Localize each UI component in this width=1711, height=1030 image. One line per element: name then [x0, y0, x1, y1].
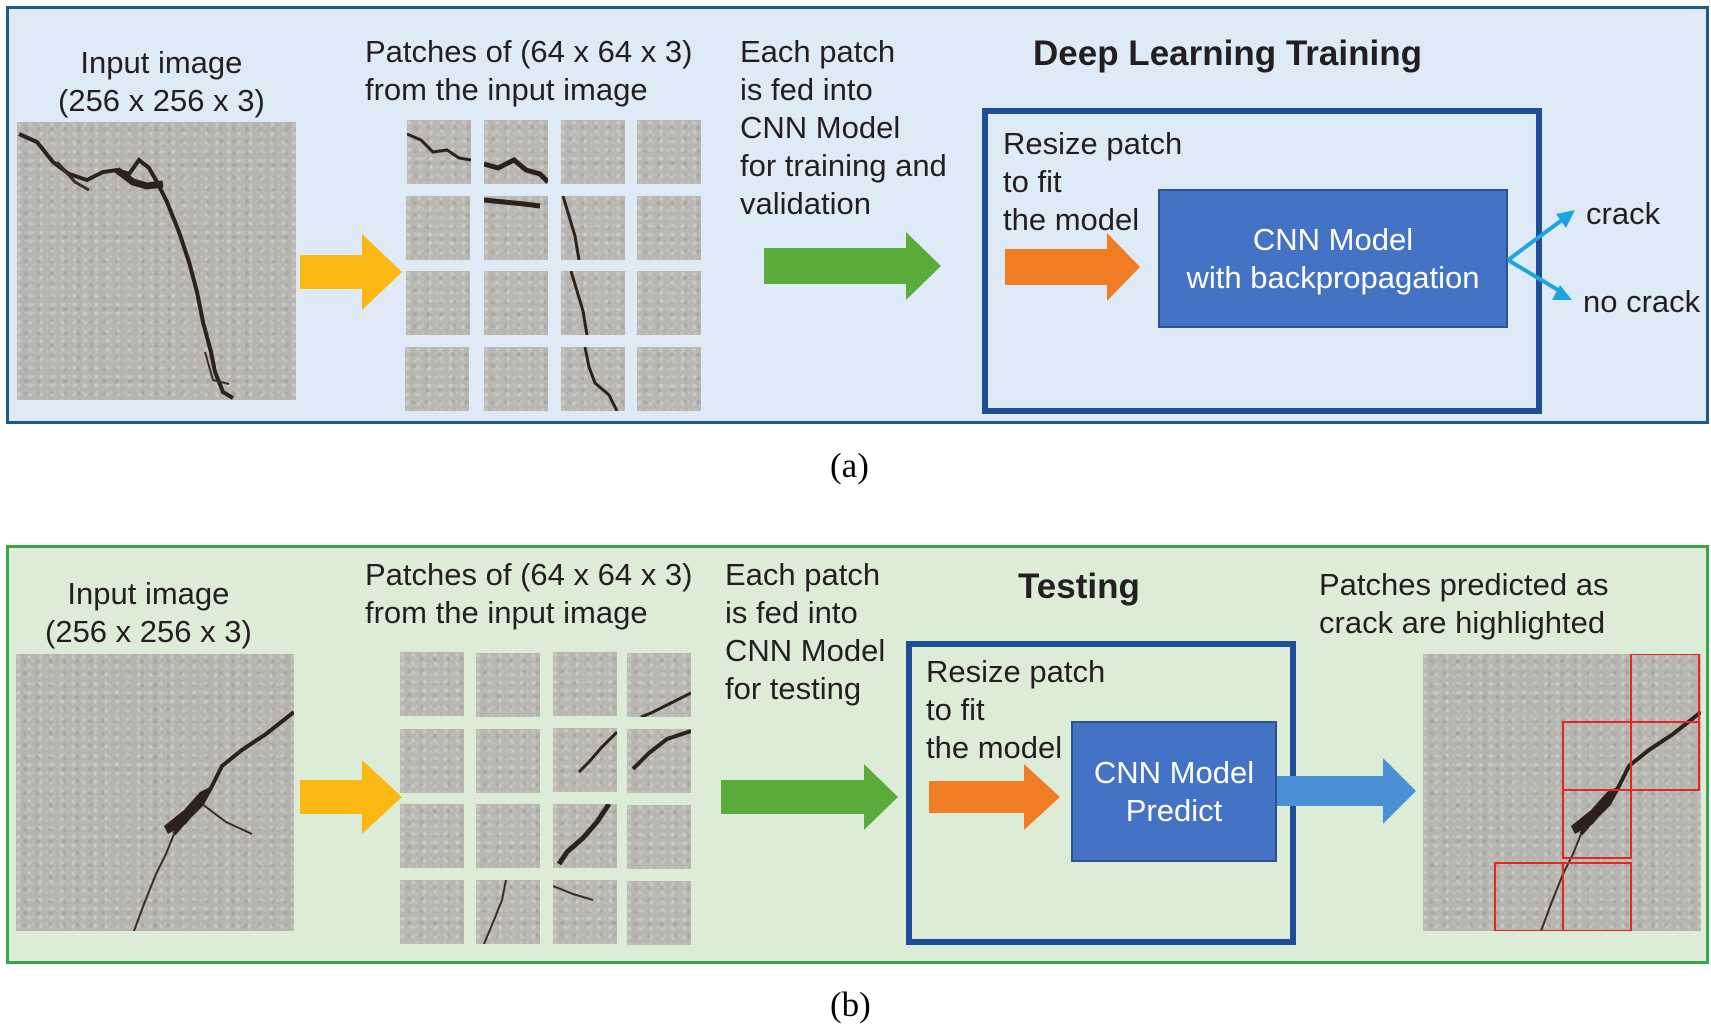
patch	[553, 728, 617, 792]
patch	[553, 804, 617, 868]
patch	[553, 652, 617, 716]
testing-input-label: Input image (256 x 256 x 3)	[45, 576, 252, 649]
training-patches-label: Patches of (64 x 64 x 3) from the input …	[365, 34, 693, 107]
patch	[405, 347, 469, 411]
highlight-boxes	[1494, 654, 1700, 931]
patch	[627, 805, 691, 869]
training-input-label: Input image (256 x 256 x 3)	[58, 45, 265, 118]
testing-resize-label: Resize patch to fit the model	[926, 654, 1106, 765]
training-resize-label: Resize patch to fit the model	[1003, 126, 1183, 237]
cnn-predict-box: CNN Model Predict	[1071, 721, 1277, 862]
patch	[476, 729, 540, 793]
crack-line	[18, 132, 235, 400]
patch	[561, 271, 625, 335]
yellow-arrow-b	[300, 760, 402, 834]
patch	[637, 347, 701, 411]
patch	[476, 880, 540, 944]
caption-a: (a)	[830, 446, 869, 485]
output-no-crack-label: no crack	[1583, 284, 1701, 319]
output-crack-label: crack	[1586, 196, 1661, 231]
patch	[637, 120, 701, 184]
patch	[400, 880, 464, 944]
green-arrow-b	[721, 764, 898, 830]
patch	[561, 120, 625, 184]
training-model-frame	[982, 108, 1542, 414]
patch	[484, 120, 548, 184]
patch	[406, 196, 470, 260]
patch	[400, 652, 464, 716]
output-branch-arrows	[1506, 210, 1575, 300]
cnn-predict-label: CNN Model Predict	[1093, 754, 1255, 828]
patch	[484, 347, 548, 411]
patch	[476, 653, 540, 717]
testing-title: Testing	[1018, 567, 1140, 606]
patch	[637, 271, 701, 335]
blue-arrow-b	[1277, 758, 1416, 824]
patch	[484, 271, 548, 335]
orange-arrow-b	[929, 764, 1060, 830]
patch	[627, 653, 691, 717]
cnn-backprop-label: CNN Model with backpropagation	[1186, 221, 1480, 295]
training-title: Deep Learning Training	[1033, 34, 1422, 73]
patch	[627, 729, 691, 793]
patch	[637, 196, 701, 260]
patch	[553, 880, 617, 944]
result-image	[1423, 654, 1701, 931]
patch	[406, 271, 470, 335]
result-label: Patches predicted as crack are highlight…	[1319, 567, 1609, 640]
testing-fed-label: Each patch is fed into CNN Model for tes…	[725, 557, 886, 706]
orange-arrow-a	[1005, 233, 1140, 301]
crack-line	[133, 710, 294, 931]
patch	[476, 804, 540, 868]
patch	[400, 729, 464, 793]
patch	[407, 120, 471, 184]
training-fed-label: Each patch is fed into CNN Model for tra…	[740, 34, 947, 221]
caption-b: (b)	[830, 985, 871, 1024]
cnn-backprop-box: CNN Model with backpropagation	[1158, 189, 1508, 328]
patch	[561, 196, 625, 260]
yellow-arrow-a	[300, 234, 402, 310]
patch	[561, 347, 625, 411]
testing-input-image	[16, 654, 294, 931]
training-input-image	[17, 122, 296, 400]
patch	[627, 881, 691, 945]
patch	[484, 196, 548, 260]
green-arrow-a	[764, 232, 941, 300]
patch	[400, 804, 464, 868]
testing-patches-label: Patches of (64 x 64 x 3) from the input …	[365, 557, 693, 630]
